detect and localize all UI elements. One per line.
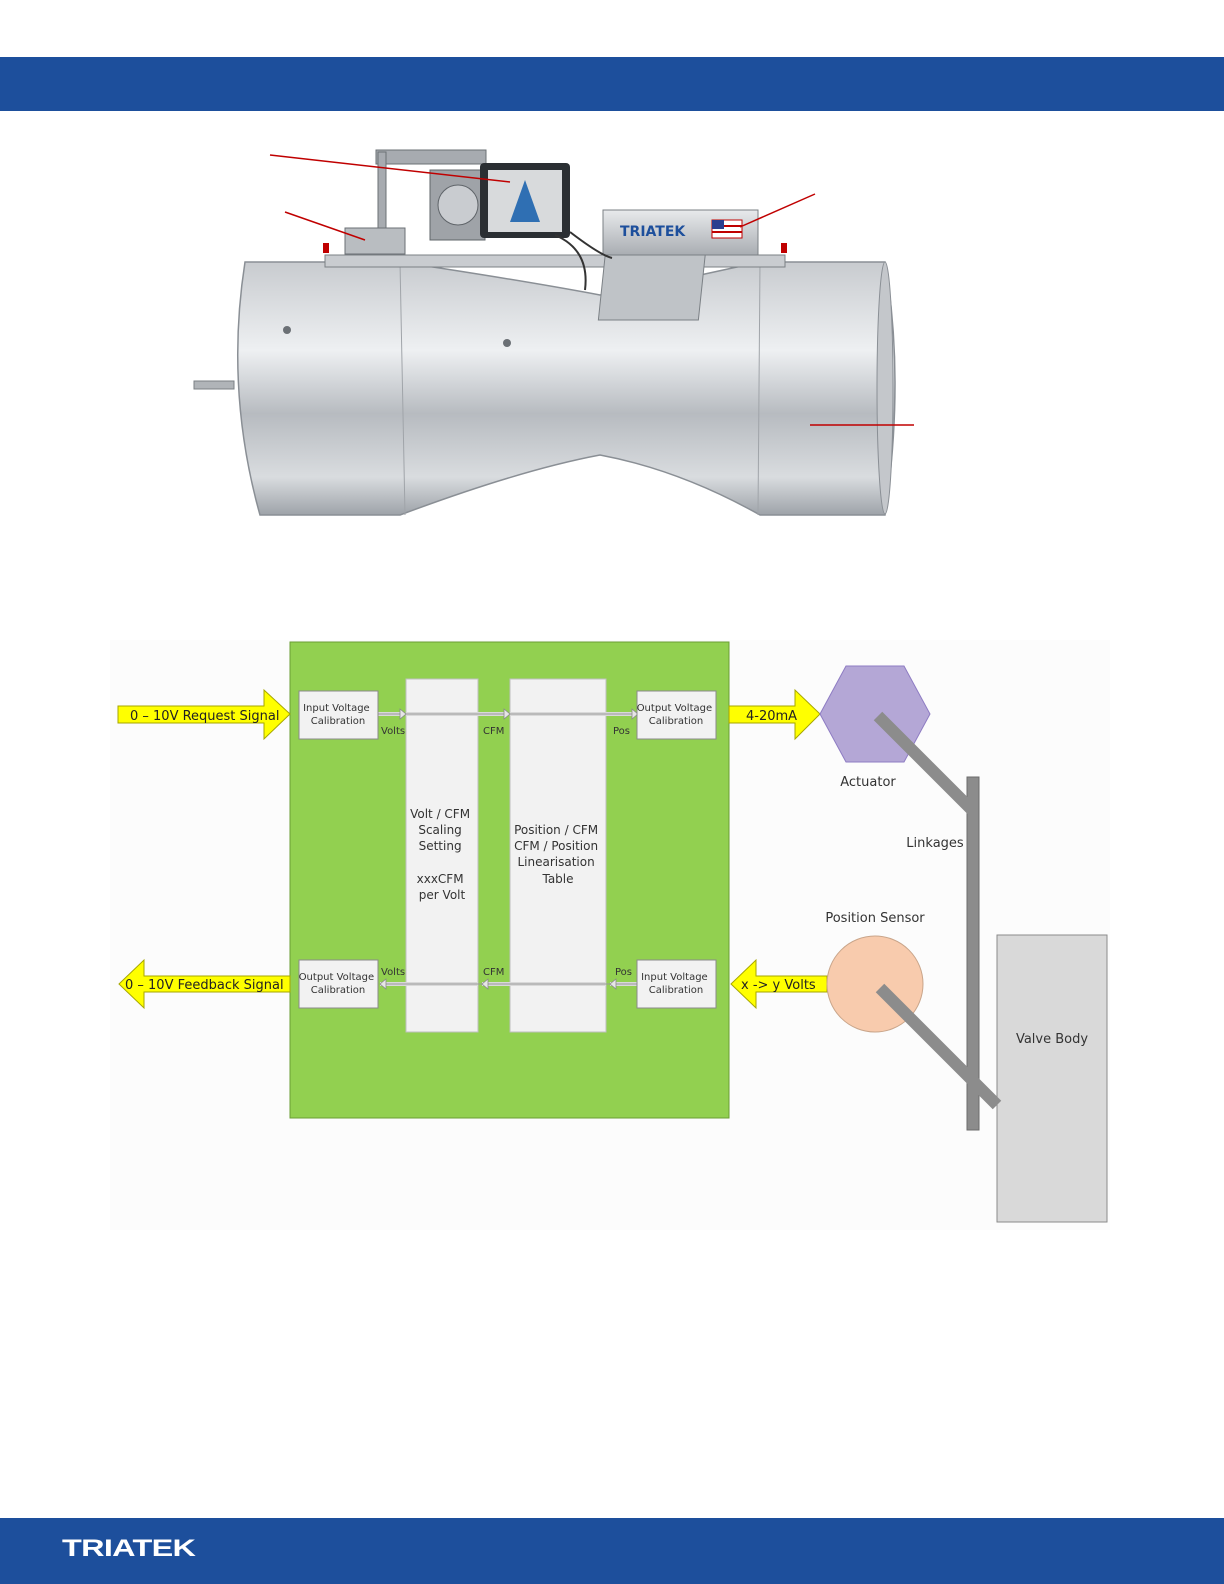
block-label: Calibration [311,985,365,996]
linkages-label: Linkages [906,836,964,851]
svg-text:Output Voltage Calibration: Output Voltage Calibration [299,972,378,996]
input-voltage-calibration-bottom [636,959,717,1009]
triatek-logo: TRIATEK [62,1535,196,1562]
port-label-volts-bottom: Volts [381,967,405,978]
scaling-text-line: per Volt [419,888,466,902]
linearisation-table-block [509,678,607,1033]
valve-body-label: Valve Body [1016,1032,1088,1047]
feedback-signal-label: 0 – 10V Feedback Signal [125,978,284,993]
scaling-text-line: Scaling [418,823,461,837]
scaling-text-line: Volt / CFM [410,807,470,821]
input-voltage-calibration-top [298,690,379,740]
scaling-setting-block [405,678,479,1033]
scaling-text-line: xxxCFM [417,872,464,886]
position-sensor-label: Position Sensor [825,911,925,926]
svg-text:Output Voltage Calibration: Output Voltage Calibration [637,703,716,727]
control-block-diagram: Input Voltage Calibration Output Voltage… [110,640,1110,1230]
nameplate-text: TRIATEK [620,224,686,240]
callout-line-actuator [269,154,511,183]
sensor-linkage-arm [875,983,1002,1110]
callout-line-sensor [739,193,816,228]
block-label: Output Voltage [299,972,374,983]
svg-text:Volts CFM Pos Volt: Volts CFM Pos Volts CFM Pos [381,726,633,978]
block-label: Output Voltage [637,703,712,714]
output-ma-label: 4-20mA [746,709,797,724]
request-signal-arrow [117,688,291,741]
sensor-volts-arrow [730,958,828,1010]
footer-bar [0,1518,1224,1584]
request-signal-label: 0 – 10V Request Signal [130,709,279,724]
svg-text:Position / CFM CFM / Posit: Position / CFM CFM / Position Linearisat… [514,823,602,886]
svg-text:Input Voltage Calibration: Input Voltage Calibration [641,972,711,996]
output-ma-arrow [728,688,821,741]
port-label-cfm-bottom: CFM [483,967,504,978]
callout-line-linkage [284,211,366,241]
linearisation-text-line: Position / CFM [514,823,598,837]
output-voltage-calibration-top [636,690,717,740]
block-label: Calibration [311,716,365,727]
block-label: Input Voltage [303,703,370,714]
port-label-volts-top: Volts [381,726,405,737]
header-bar [0,57,1224,111]
block-label: Calibration [649,985,703,996]
sensor-volts-label: x -> y Volts [741,978,816,993]
feedback-signal-arrow [118,958,291,1010]
linkage-bar [966,776,980,1131]
port-label-cfm-top: CFM [483,726,504,737]
port-label-pos-bottom: Pos [615,967,632,978]
block-label: Calibration [649,716,703,727]
svg-text:Input Voltage Calibration: Input Voltage Calibration [303,703,373,727]
linearisation-text-line: CFM / Position [514,839,598,853]
valve-body-block [996,934,1108,1223]
svg-text:Volt / CFM Scaling Set: Volt / CFM Scaling Setting xxxCFM per Vo… [410,807,474,902]
block-label: Input Voltage [641,972,708,983]
actuator-label: Actuator [840,775,896,790]
scaling-text-line: Setting [419,839,462,853]
actuator-linkage-arm [873,711,977,815]
linearisation-text-line: Table [541,872,573,886]
valve-product-photo: TRIATEK [193,149,914,516]
port-label-pos-top: Pos [613,726,630,737]
output-voltage-calibration-bottom [298,959,379,1009]
linearisation-text-line: Linearisation [517,855,594,869]
